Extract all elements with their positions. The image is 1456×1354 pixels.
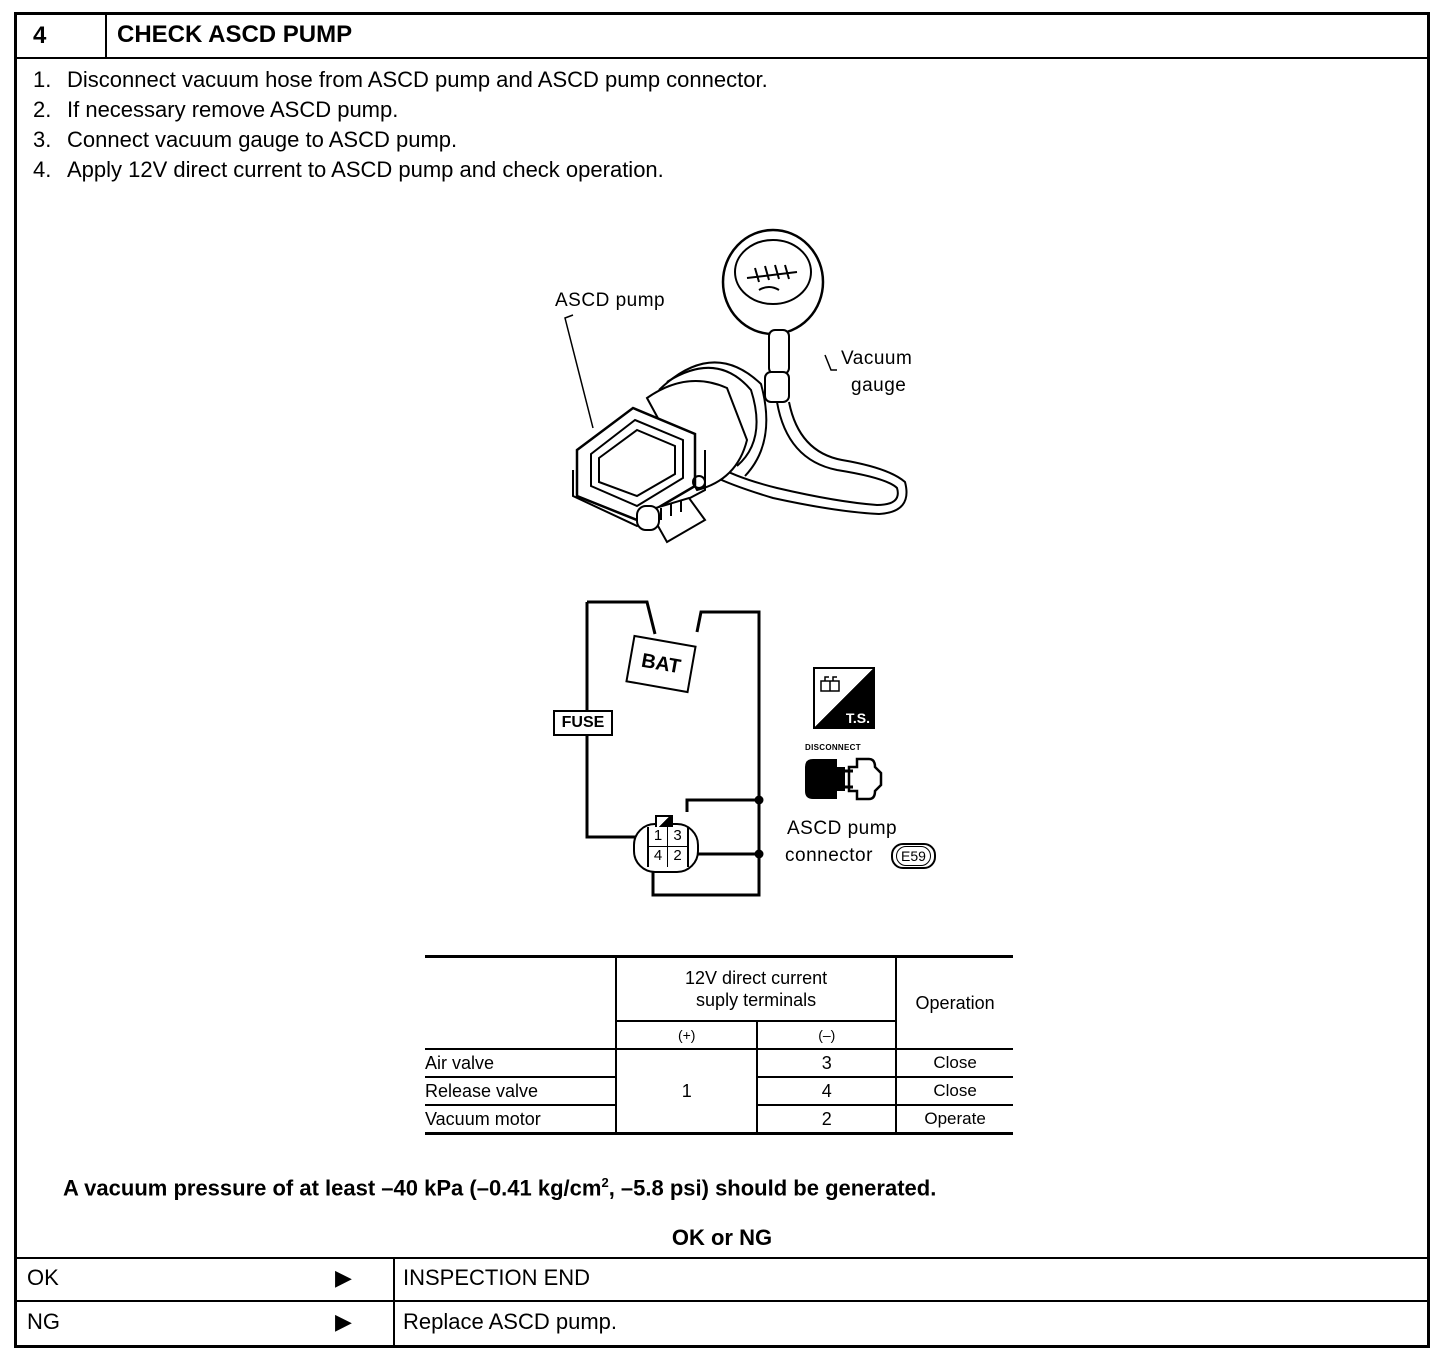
step-item: 3.Connect vacuum gauge to ASCD pump. — [33, 127, 458, 152]
connector-code-badge: E59 — [891, 843, 936, 869]
step-number: 4 — [17, 15, 107, 57]
disconnect-icon — [805, 757, 883, 801]
result-ok-key: OK — [27, 1265, 59, 1290]
header-divider — [17, 57, 1427, 59]
plus-value: 1 — [614, 1049, 759, 1135]
vacuum-requirement-note: A vacuum pressure of at least –40 kPa (–… — [63, 1175, 937, 1201]
result-ng-key: NG — [27, 1309, 60, 1334]
result-ok-value: INSPECTION END — [403, 1265, 591, 1290]
ts-icon: T.S. — [813, 667, 875, 729]
fuse: FUSE — [553, 710, 613, 736]
terminal-1: 1 — [649, 827, 668, 847]
step-item: 4.Apply 12V direct current to ASCD pump … — [33, 157, 664, 182]
result-ng-value: Replace ASCD pump. — [403, 1309, 617, 1334]
table-row: Vacuum motor 2 Operate — [425, 1105, 1013, 1135]
connector-label-1: ASCD pump — [787, 818, 898, 839]
inspection-frame: 4 CHECK ASCD PUMP 1.Disconnect vacuum ho… — [14, 12, 1430, 1348]
ok-ng-heading: OK or NG — [671, 1225, 773, 1250]
pump-gauge-illustration — [564, 228, 908, 544]
results-divider-mid — [17, 1300, 1427, 1302]
right-arrow-icon: ▶ — [335, 1309, 352, 1334]
supply-header-line2: suply terminals — [696, 990, 817, 1010]
results-divider-top — [17, 1257, 1427, 1259]
wiring-diagram — [585, 600, 764, 897]
table-row: Release valve 4 Close — [425, 1077, 1013, 1106]
step-item: 1.Disconnect vacuum hose from ASCD pump … — [33, 67, 768, 92]
terminal-2: 2 — [673, 847, 682, 864]
operation-header: Operation — [896, 955, 1013, 1050]
pump-label: ASCD pump — [555, 290, 666, 311]
terminal-3: 3 — [668, 827, 687, 847]
pump-connector-face: 1 3 4 2 — [633, 815, 699, 873]
connector-label-2: connector — [785, 845, 873, 866]
terminal-operation-table: 12V direct current suply terminals Opera… — [425, 955, 1013, 1135]
step-item: 2.If necessary remove ASCD pump. — [33, 97, 399, 122]
terminal-4: 4 — [649, 847, 668, 867]
gauge-label-1: Vacuum — [841, 348, 913, 369]
page-title: CHECK ASCD PUMP — [117, 21, 353, 48]
disconnect-label: DISCONNECT — [805, 743, 861, 752]
table-row: Air valve 1 3 Close — [425, 1049, 1013, 1135]
minus-header: (–) — [757, 1020, 898, 1050]
plus-header: (+) — [614, 1020, 759, 1050]
gauge-label-2: gauge — [851, 375, 907, 396]
procedure-steps: 1.Disconnect vacuum hose from ASCD pump … — [33, 65, 768, 185]
supply-header-line1: 12V direct current — [685, 968, 828, 988]
right-arrow-icon: ▶ — [335, 1265, 352, 1290]
